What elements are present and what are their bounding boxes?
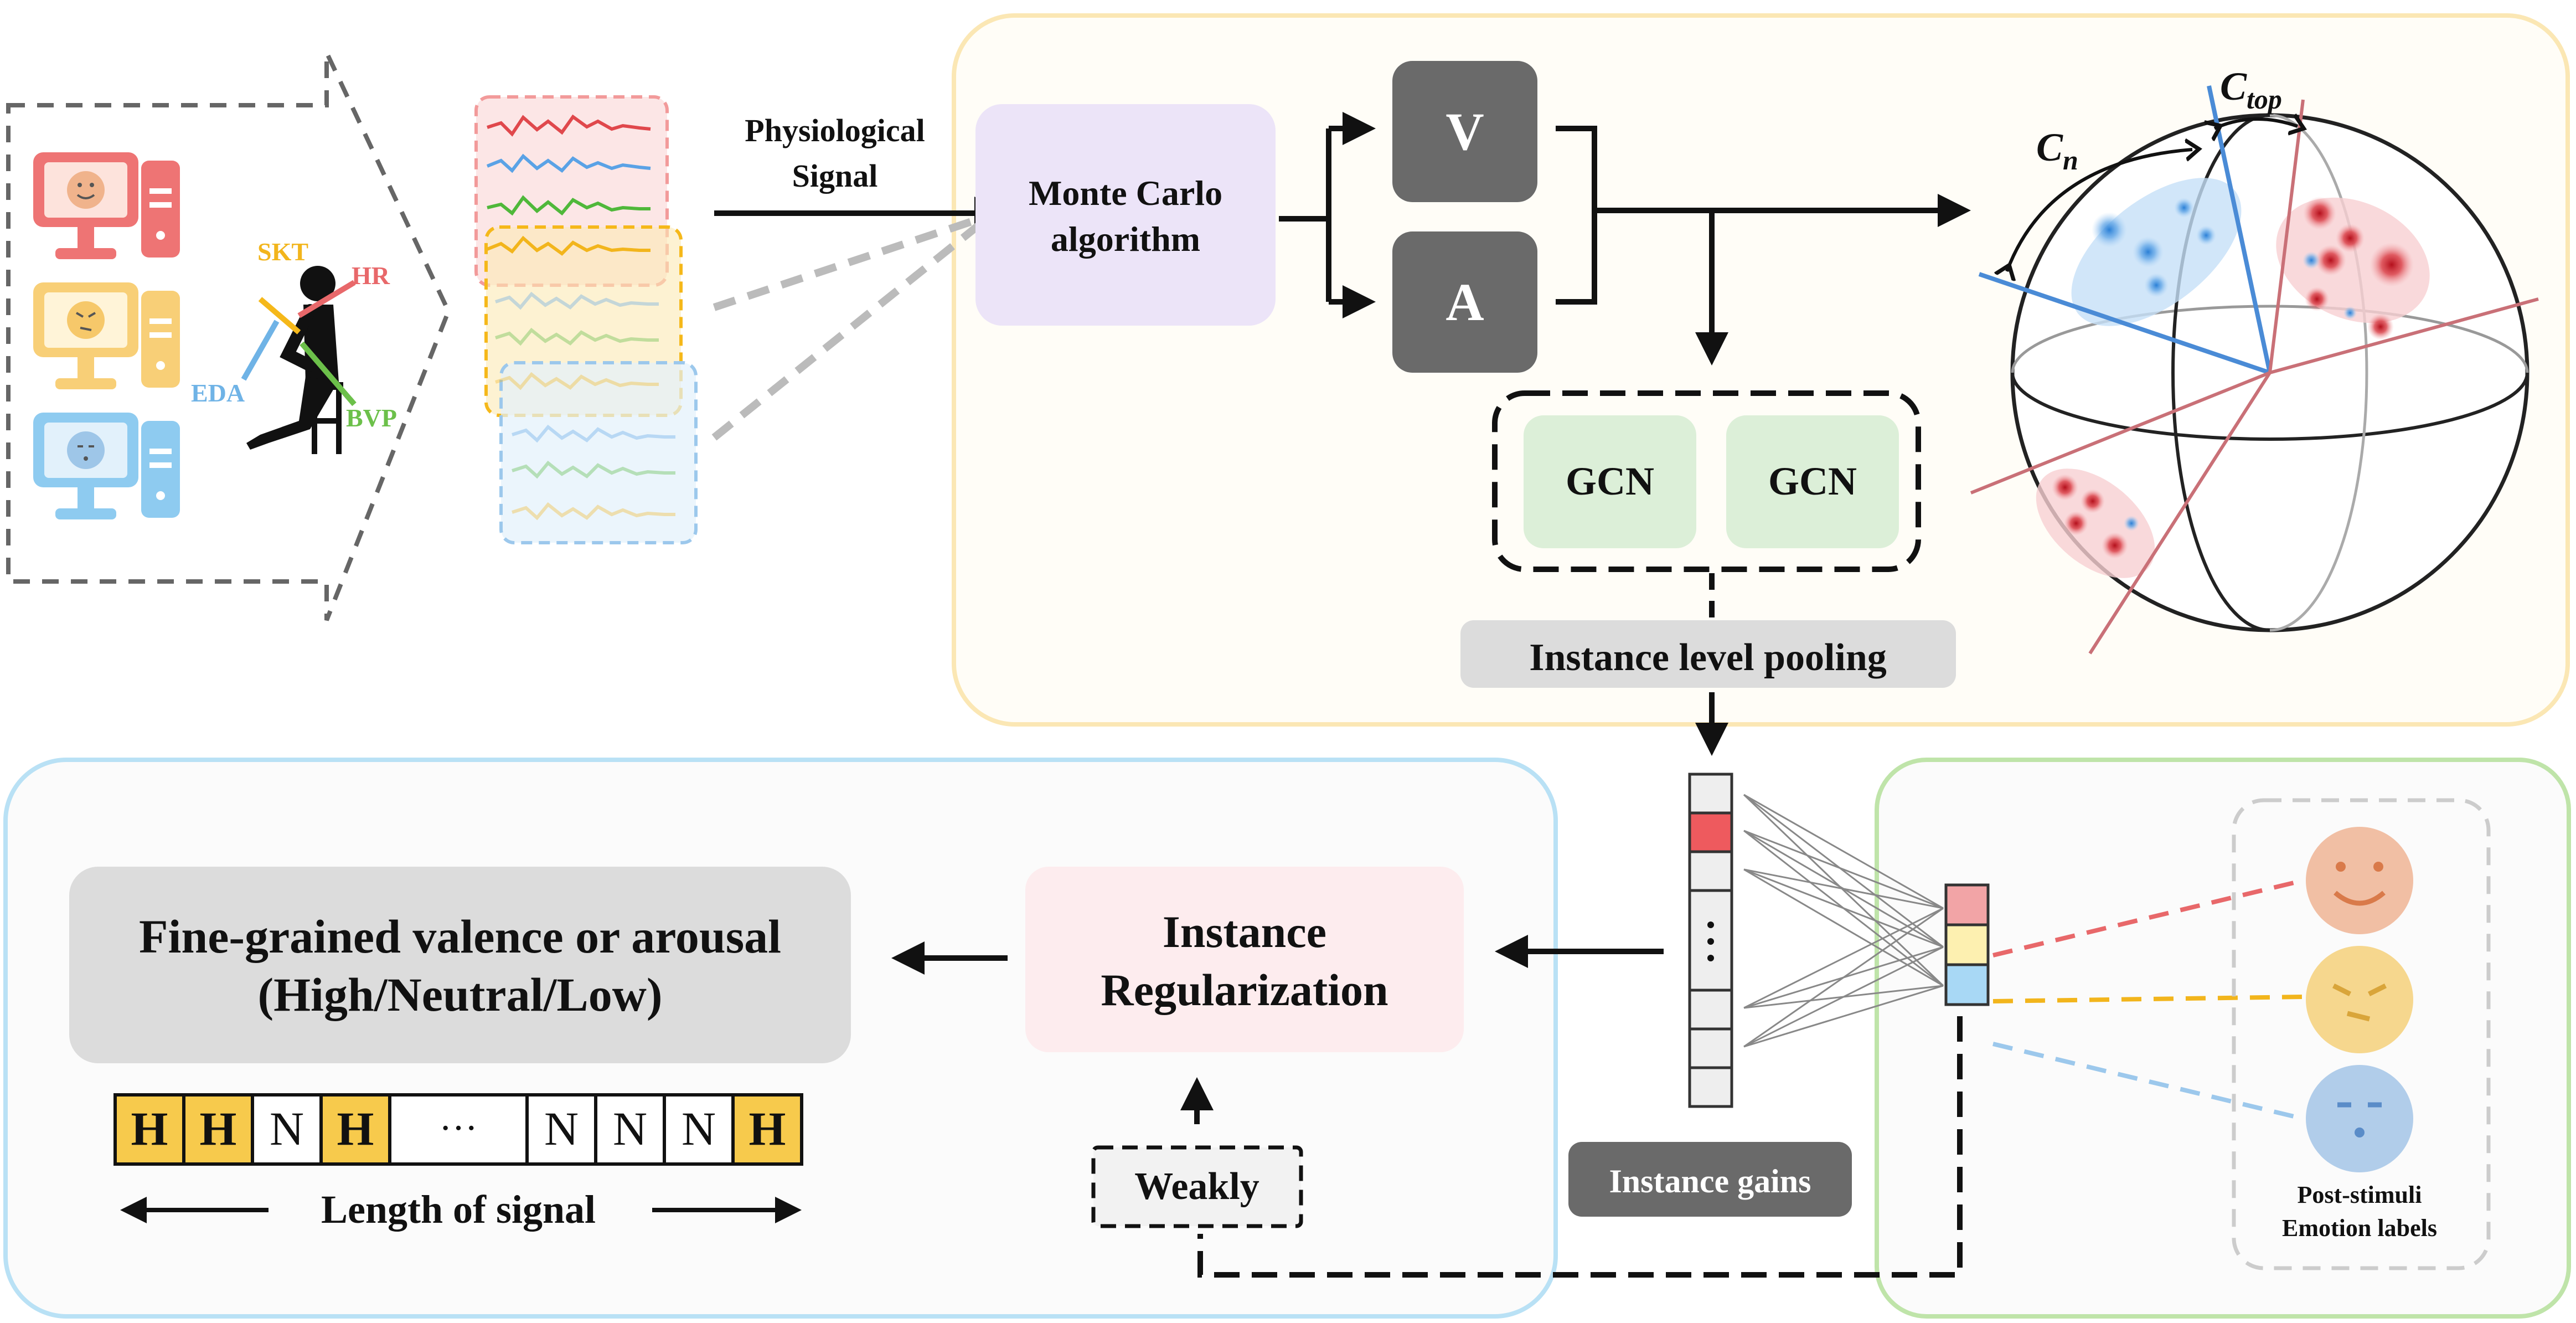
instance-gains-column: [1688, 773, 1733, 1108]
sequence-cells: [113, 1093, 803, 1166]
sphere-icon: [1970, 85, 2539, 655]
dash-to-neutral: [1992, 1042, 2304, 1121]
seated-person-icon: [241, 266, 357, 454]
weakly-label: Weakly: [1134, 1165, 1259, 1208]
signal-window-blue: [499, 361, 698, 544]
physiological-signal-label-line2: Signal: [792, 158, 878, 194]
sequence-cell-6: N: [544, 1102, 579, 1155]
sequence-cell-2: H: [200, 1102, 237, 1155]
instance-pooling-box: [1460, 620, 1956, 688]
valence-box: [1392, 61, 1537, 202]
sensor-hr-label: HR: [352, 261, 390, 290]
computer-happy-icon: [33, 152, 180, 259]
instance-pooling-label: Instance level pooling: [1529, 636, 1887, 679]
output-nodes: [1944, 883, 1990, 1006]
instance-regularization-label-line1: Instance: [1163, 907, 1326, 957]
sensor-eda-label: EDA: [191, 379, 245, 407]
sensor-skt-label: SKT: [257, 238, 308, 266]
monte-carlo-label-line1: Monte Carlo: [1029, 173, 1222, 213]
split-connector: [1279, 128, 1331, 302]
length-of-signal-label: Length of signal: [321, 1187, 596, 1232]
gcn-box-2: [1726, 415, 1899, 548]
gains-ellipsis: [1707, 922, 1714, 961]
computer-neutral-icon: [33, 413, 180, 519]
gcn-container: [1492, 390, 1921, 572]
instance-gains-box: [1568, 1142, 1852, 1217]
fine-grained-label-line2: (High/Neutral/Low): [258, 968, 663, 1021]
c-n-label: Cn: [2036, 125, 2078, 176]
monte-carlo-box: [975, 104, 1276, 326]
sequence-cell-4: H: [337, 1102, 374, 1155]
dashed-link-blue: [711, 221, 983, 441]
sensor-bvp-label: BVP: [346, 404, 397, 432]
angry-face-icon: [2306, 946, 2413, 1053]
neutral-face-icon: [2306, 1065, 2413, 1172]
gcn-box-1: [1524, 415, 1696, 548]
dashed-link-yellow: [713, 215, 982, 311]
sequence-cell-3: N: [270, 1102, 304, 1155]
sequence-cell-9: H: [749, 1102, 786, 1155]
weakly-box: [1091, 1145, 1303, 1228]
post-stimuli-label-line1: Post-stimuli: [2298, 1181, 2422, 1208]
arousal-label: A: [1446, 272, 1484, 332]
fine-grained-label-line1: Fine-grained valence or arousal: [139, 910, 781, 963]
instance-gains-label: Instance gains: [1609, 1163, 1811, 1200]
computer-angry-icon: [33, 282, 180, 389]
gcn-label-2: GCN: [1768, 459, 1857, 503]
instance-regularization-box: [1025, 867, 1464, 1052]
valence-label: V: [1446, 102, 1484, 161]
sequence-labels: H H N H ··· N N N H: [131, 1102, 786, 1155]
sequence-cell-1: H: [131, 1102, 168, 1155]
fc-lines: [1743, 794, 1944, 1048]
gcn-label-1: GCN: [1566, 459, 1654, 503]
c-top-label: Ctop: [2220, 64, 2282, 115]
bottom-right-panel: [1875, 758, 2571, 1319]
sequence-cell-7: N: [613, 1102, 647, 1155]
post-stimuli-label-line2: Emotion labels: [2282, 1214, 2437, 1242]
arousal-box: [1392, 231, 1537, 373]
monte-carlo-label-line2: algorithm: [1051, 219, 1200, 259]
merge-connector: [1556, 126, 1949, 305]
fine-grained-box: [69, 867, 851, 1063]
dash-to-angry: [1992, 995, 2304, 1003]
dash-to-happy: [1992, 878, 2304, 957]
sequence-cell-ellipsis: ···: [439, 1107, 478, 1150]
signal-waves: [486, 114, 675, 521]
physiological-signal-label-line1: Physiological: [745, 112, 925, 148]
sequence-cell-8: N: [682, 1102, 716, 1155]
collection-frame: [6, 52, 451, 621]
happy-face-icon: [2306, 827, 2413, 934]
weak-supervision-path: [1197, 1016, 1963, 1278]
instance-regularization-label-line2: Regularization: [1101, 965, 1388, 1015]
emotion-labels-frame: [2232, 798, 2491, 1270]
